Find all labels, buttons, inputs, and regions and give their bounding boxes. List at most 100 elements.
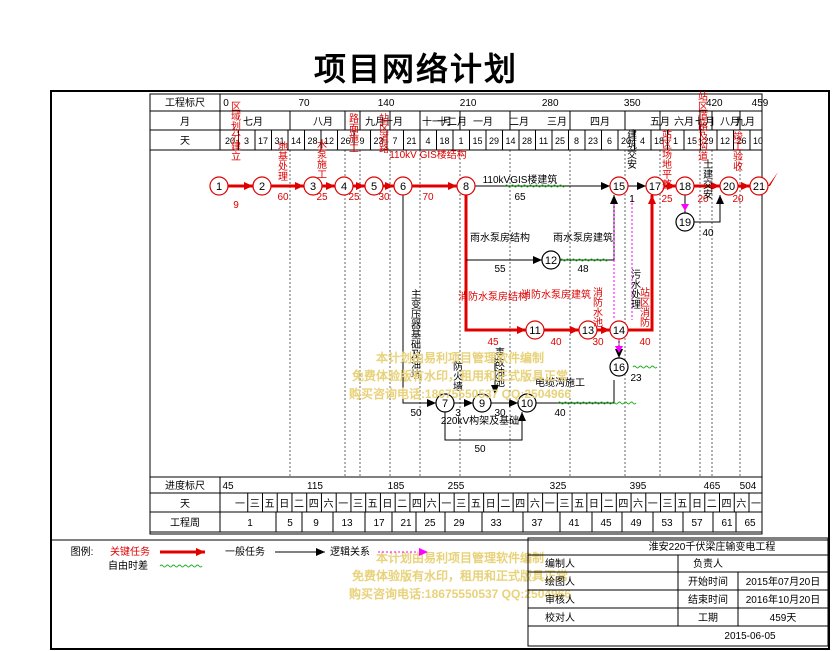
node-label: 19 — [679, 217, 691, 229]
task-name: 施 — [317, 158, 327, 171]
node-circle — [435, 393, 455, 413]
node-label: 12 — [545, 255, 557, 267]
watermark-text: 免费体验版有水印，租用和正式版具正常 — [352, 568, 568, 583]
end-flag — [768, 172, 778, 186]
day-cell: 23 — [588, 136, 598, 146]
day-cell: 8 — [574, 136, 579, 146]
weekday-cell: 日 — [589, 499, 599, 510]
critical-task-arrow — [464, 195, 526, 332]
progress-tick: 395 — [630, 481, 647, 492]
weekday-cell: 一 — [441, 499, 451, 510]
task-name: 理 — [631, 299, 641, 311]
general-task-arrow — [536, 380, 615, 404]
task-name: 消 — [593, 286, 603, 299]
task-name: 立 — [231, 150, 241, 163]
month-cell: 六月 — [674, 116, 694, 128]
task-duration: 40 — [554, 408, 566, 419]
progress-label: 进度标尺 — [165, 479, 205, 492]
free-float-line — [159, 564, 203, 568]
weekday-cell: 六 — [323, 498, 333, 510]
weekday-cell: 五 — [368, 499, 378, 510]
node-circle — [609, 176, 629, 196]
week-cell: 17 — [373, 518, 385, 529]
day-cell: 6 — [607, 136, 612, 146]
logic-marker — [681, 204, 689, 211]
task-name: 安 — [703, 188, 713, 201]
legend-general: 一般任务 — [225, 545, 265, 558]
start-label: 开始时间 — [688, 575, 728, 588]
task-name: 消 — [640, 306, 650, 319]
week-label: 工程周 — [170, 517, 200, 529]
task-name: 区 — [662, 139, 672, 151]
node-label: 4 — [341, 181, 347, 193]
node-circle — [675, 176, 695, 196]
weekday-cell: 六 — [530, 498, 540, 510]
task-name: 理 — [278, 171, 288, 183]
task-name: 池 — [593, 316, 603, 329]
duration-label: 工期 — [698, 612, 718, 624]
month-cell: 七月 — [243, 116, 263, 128]
task-name: 消防水泵房建筑 — [521, 288, 591, 301]
task-name: 区 — [379, 123, 389, 135]
legend-float: 自由时差 — [108, 559, 148, 572]
day-cell: 1 — [673, 136, 678, 146]
week-cell: 41 — [568, 518, 580, 529]
day-cell: 9 — [359, 136, 364, 146]
arrow-head — [610, 195, 618, 204]
task-name: 基 — [411, 328, 421, 341]
ruler-tick: 350 — [624, 98, 641, 109]
arrow-head — [667, 182, 676, 190]
ruler-tick: 280 — [542, 98, 559, 109]
task-name: 施 — [349, 132, 359, 145]
month-cell: 十月 — [383, 115, 403, 128]
progress-tick: 465 — [704, 481, 721, 492]
task-name: 区 — [698, 101, 708, 113]
task-name: 区 — [640, 297, 650, 309]
node-label: 2 — [259, 181, 265, 193]
node-circle — [209, 176, 229, 196]
weekday-cell: 日 — [692, 499, 702, 510]
task-name: 器 — [411, 319, 421, 331]
node-label: 20 — [723, 181, 735, 193]
arrow-head — [491, 385, 499, 394]
task-name: 水 — [631, 279, 641, 291]
month-cell: 一月 — [473, 116, 493, 128]
day-cell: 25 — [555, 136, 565, 146]
task-name: 工 — [317, 170, 327, 181]
node-circle — [303, 176, 323, 196]
watermark-text: 购买咨询电话:18675550537 QQ:2504966 — [349, 586, 571, 601]
node-label: 9 — [479, 398, 485, 410]
progress-tick: 185 — [388, 481, 405, 492]
week-cell: 29 — [453, 518, 465, 529]
logic-marker — [615, 346, 623, 353]
weekday-cell: 一 — [545, 499, 555, 510]
task-name: 地 — [662, 158, 672, 171]
task-name: 及 — [411, 349, 421, 361]
day-cell: 12 — [720, 136, 730, 146]
node-label: 21 — [753, 181, 765, 193]
task-name: 变 — [411, 298, 421, 311]
node-label: 8 — [463, 181, 469, 193]
day-cell: 26 — [340, 136, 350, 146]
day-cell: 1 — [458, 136, 463, 146]
task-name: 压 — [411, 309, 421, 321]
task-duration: 40 — [702, 228, 714, 239]
arrow-head — [518, 412, 526, 421]
task-duration: 40 — [550, 337, 562, 348]
weekday-cell: 二 — [500, 499, 510, 510]
task-name: 雨水泵房结构 — [470, 231, 530, 244]
task-name: 区 — [231, 101, 241, 113]
project-name: 淮安220千伏梁庄输变电工程 — [649, 540, 776, 553]
task-name: 事 — [495, 346, 505, 359]
node-circle — [749, 176, 769, 196]
day-cell: 15 — [472, 136, 482, 146]
day-cell: 31 — [274, 136, 284, 146]
task-name: 建 — [231, 140, 241, 153]
ruler-tick: 210 — [460, 98, 477, 109]
week-cell: 9 — [313, 518, 319, 529]
node-circle — [393, 176, 413, 196]
week-cell: 25 — [424, 518, 436, 529]
task-name: 道 — [698, 110, 708, 123]
arrow-head — [716, 195, 724, 204]
arrow-head — [615, 349, 623, 358]
